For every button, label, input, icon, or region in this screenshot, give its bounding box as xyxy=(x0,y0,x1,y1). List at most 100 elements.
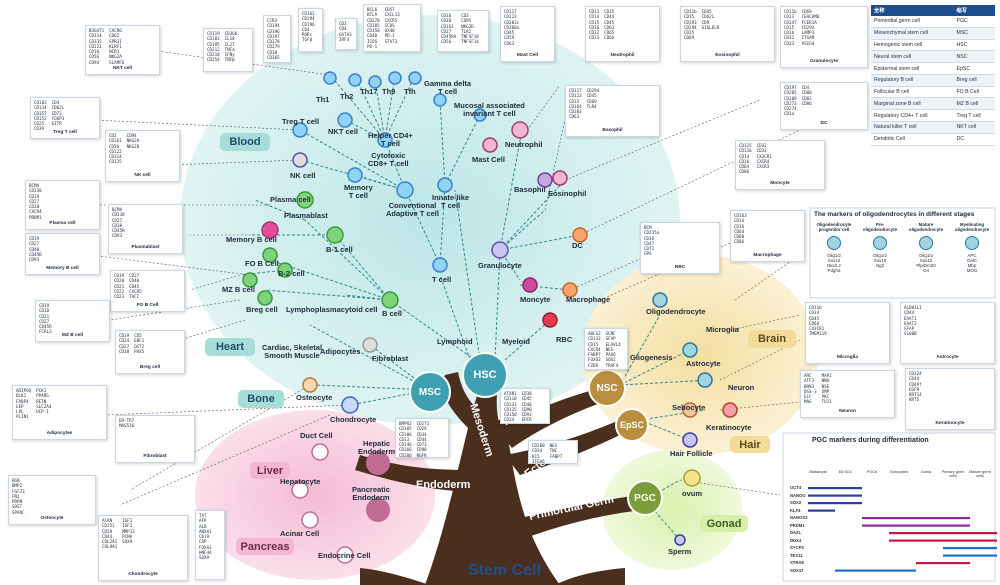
marker-gene: CD62 xyxy=(109,33,120,39)
node-b1[interactable]: B-1 cell xyxy=(326,245,353,254)
node-th1[interactable]: Th1 xyxy=(316,95,330,104)
marker-gene: ER-TR7 xyxy=(119,418,135,423)
node-keratinocyte[interactable]: Keratinocyte xyxy=(706,423,752,432)
node-oligo[interactable]: Oligodendrocyte xyxy=(646,307,706,316)
node-th9[interactable]: Th9 xyxy=(382,87,396,96)
marker-gene: CD62L xyxy=(701,14,715,20)
marker-gene: CD45 xyxy=(129,283,140,289)
node-bcell[interactable]: B cell xyxy=(382,309,403,318)
node-sperm[interactable]: Sperm xyxy=(668,547,692,556)
node-chondrocyte[interactable]: Chondrocyte xyxy=(330,415,377,424)
node-fibroblast[interactable]: Fibroblast xyxy=(372,354,409,363)
node-b2[interactable]: B-2 cell xyxy=(278,269,305,278)
node-cytotoxic[interactable]: Cytotoxic CD8+ T cell xyxy=(368,151,409,169)
marker-gene: GITR xyxy=(51,121,62,126)
marker-gene: CD9 xyxy=(701,19,710,25)
node-eosinophil[interactable]: Eosinophil xyxy=(548,189,587,198)
marker-gene: ITGAM xyxy=(801,35,815,41)
marker-gene: FABP4 xyxy=(16,398,29,404)
node-th2[interactable]: Th2 xyxy=(340,92,354,101)
node-neutrophil[interactable]: Neutrophil xyxy=(505,140,543,149)
node-neuron[interactable]: Neuron xyxy=(728,383,755,392)
pgc-hub[interactable]: PGC xyxy=(634,492,656,504)
marker-box-caption: Memory B cell xyxy=(46,266,79,272)
node-rbc[interactable]: RBC xyxy=(556,335,573,344)
node-th17[interactable]: Th17 xyxy=(360,87,378,96)
marker-gene: EAAT2 xyxy=(904,320,917,326)
node-panc-endo[interactable]: Pancreatic Endoderm xyxy=(352,485,390,503)
marker-gene: VSIG4 xyxy=(801,40,815,46)
marker-gene: CD161 xyxy=(302,11,315,16)
node-granulocyte[interactable]: Granulocyte xyxy=(478,261,522,270)
node-fob[interactable]: FO B Cell xyxy=(245,259,279,268)
hsc-hub[interactable]: HSC xyxy=(473,369,497,381)
marker-gene: BRN3 xyxy=(804,383,815,389)
node-microglia[interactable]: Microglia xyxy=(706,325,739,334)
node-acinar[interactable]: Acinar Cell xyxy=(280,529,320,538)
marker-gene: CD365 xyxy=(267,54,280,60)
node-adipocytes[interactable]: Adipocytes xyxy=(320,347,361,356)
node-tfh[interactable]: Tfh xyxy=(404,87,416,96)
marker-gene: CD49f xyxy=(909,381,922,387)
node-monocyte[interactable]: Moncyte xyxy=(520,295,551,304)
node-osteocyte[interactable]: Osteocyte xyxy=(296,393,333,402)
marker-gene: CD44 xyxy=(102,533,113,539)
node-memb[interactable]: Memory B cell xyxy=(226,235,277,244)
marker-gene: CXCL13 xyxy=(384,12,400,18)
node-mait[interactable]: Mucosal associated invariant T cell xyxy=(454,101,525,119)
node-mast[interactable]: Mast Cell xyxy=(472,155,505,164)
marker-gene: RORc xyxy=(302,32,313,37)
marker-gene: B3GAT1 xyxy=(89,28,105,33)
epsc-hub[interactable]: EpSC xyxy=(619,420,644,430)
pgc-chart-bars xyxy=(808,487,997,572)
node-dc[interactable]: DC xyxy=(572,241,583,250)
node-macrophage[interactable]: Macrophage xyxy=(566,295,611,304)
node-hep-endo[interactable]: Hepatic Endoderm xyxy=(358,439,396,457)
node-conv[interactable]: Conventional Adaptive T cell xyxy=(386,201,439,219)
node-duct[interactable]: Duct Cell xyxy=(300,431,333,440)
node-basophil[interactable]: Basophil xyxy=(514,185,546,194)
node-innate[interactable]: Innate-like T cell xyxy=(432,193,470,211)
node-breg[interactable]: Breg cell xyxy=(246,305,278,314)
node-sebocyte[interactable]: Sebocyte xyxy=(672,403,706,412)
marker-gene: CD25 xyxy=(34,121,45,126)
marker-gene: CD197 xyxy=(267,33,280,39)
marker-gene: ELAVL4 xyxy=(605,341,621,347)
node-hair-follicle[interactable]: Hair Follicle xyxy=(670,449,713,458)
marker-gene: CD133 xyxy=(504,401,517,407)
node-lpc[interactable]: Lymphoplasmacytoid cell xyxy=(286,305,378,314)
node-astrocyte[interactable]: Astrocyte xyxy=(686,359,721,368)
msc-hub[interactable]: MSC xyxy=(418,386,442,398)
marker-gene: CD19 xyxy=(29,193,40,199)
marker-gene: CD45 xyxy=(521,396,532,402)
node-helper[interactable]: Helper CD4+ T cell xyxy=(368,131,413,149)
marker-gene: ADIPOQ xyxy=(16,388,32,393)
marker-gene: CD357 xyxy=(34,110,47,116)
node-mzb[interactable]: MZ B cell xyxy=(222,285,255,294)
node-memory-t[interactable]: Memory T cell xyxy=(344,183,373,201)
marker-gene: CD193 xyxy=(684,19,697,25)
oligo-stage-name: Mature oligodendrocyte xyxy=(908,222,944,233)
node-cardiac[interactable]: Cardiac, Skeletal Smooth Muscle xyxy=(262,343,323,361)
node-gliogenesis[interactable]: Gliogenesis xyxy=(630,353,673,362)
marker-gene: CD90 xyxy=(416,447,427,453)
oligo-stage-name: Pre- oligodendrocyte xyxy=(862,222,898,233)
node-gamma[interactable]: Gamma delta T cell xyxy=(424,79,472,97)
marker-gene: COL2A1 xyxy=(102,539,118,544)
node-cells xyxy=(242,71,738,564)
node-endocrine[interactable]: Endocrine Cell xyxy=(318,551,371,560)
node-treg[interactable]: Treg T cell xyxy=(282,117,320,126)
node-nk[interactable]: NK cell xyxy=(290,171,316,180)
node-plasma[interactable]: Plasma cell xyxy=(270,195,311,204)
node-tcell[interactable]: T cell xyxy=(432,275,452,284)
node-nkt[interactable]: NKT cell xyxy=(328,127,359,136)
node-plasmablast[interactable]: Plasmablast xyxy=(284,211,328,220)
nsc-hub[interactable]: NSC xyxy=(596,382,618,394)
node-ovum[interactable]: ovum xyxy=(682,489,703,498)
node-hepatocyte[interactable]: Hepatocyte xyxy=(280,477,321,486)
marker-gene: CD1a xyxy=(784,111,795,117)
